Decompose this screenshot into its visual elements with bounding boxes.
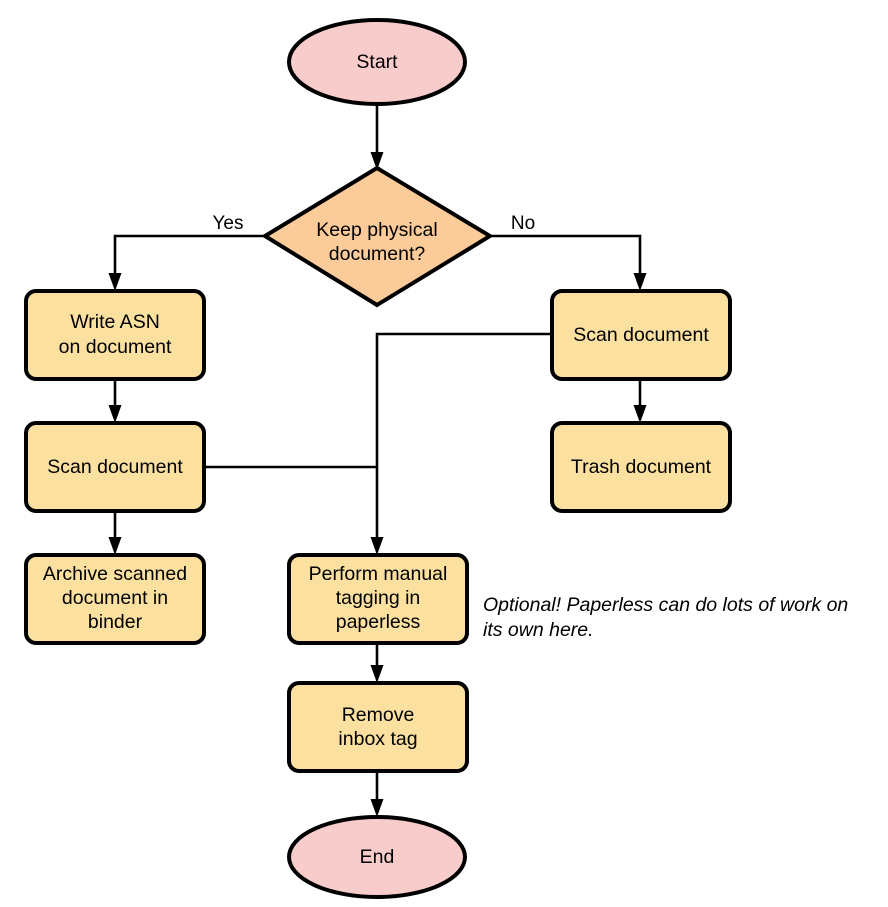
write-asn-label-line2: on document [59,336,172,358]
annotation-optional-note: Optional! Paperless can do lots of work … [483,594,848,641]
connector-manual-tagging-to-remove-inbox-tag [370,643,384,683]
write-asn-label-line1: Write ASN [70,311,160,333]
manual-tagging-label-line2: tagging in [336,587,421,609]
node-start[interactable]: Start [287,18,467,106]
connector-remove-inbox-tag-to-end [370,771,384,817]
scan-left-rect-shape [24,421,206,513]
connector-decision-yes [108,234,265,291]
node-archive-scanned-document[interactable]: Archive scanned document in binder [24,553,206,645]
archive-label-line1: Archive scanned [43,563,187,585]
archive-label-line2: document in [62,587,168,609]
node-end[interactable]: End [287,815,467,899]
decision-label-line1: Keep physical [316,219,437,241]
connector-decision-no [490,234,647,291]
start-ellipse-shape [287,18,467,106]
node-write-asn-on-document[interactable]: Write ASN on document [24,289,206,381]
connector-scan-right-to-trash [633,379,647,423]
connector-scan-left-to-archive [108,511,122,555]
decision-diamond-shape [261,165,494,308]
node-trash-document[interactable]: Trash document [550,421,732,513]
scan-left-label: Scan document [47,456,183,478]
remove-inbox-tag-label-line2: inbox tag [338,728,417,750]
start-label: Start [356,51,398,73]
end-label: End [360,846,395,868]
connector-scan-right-to-manual-tagging [375,332,552,543]
node-perform-manual-tagging[interactable]: Perform manual tagging in paperless [287,553,469,645]
end-ellipse-shape [287,815,467,899]
scan-right-rect-shape [550,289,732,381]
node-decision-keep-physical-document[interactable]: Keep physical document? [261,165,494,308]
edge-label-no: No [511,213,535,234]
node-scan-document-left[interactable]: Scan document [24,421,206,513]
optional-note-line1: Optional! Paperless can do lots of work … [483,594,848,616]
manual-tagging-label-line1: Perform manual [309,563,448,585]
trash-rect-shape [550,421,732,513]
connector-write-asn-to-scan-left [108,379,122,423]
connector-start-to-decision [370,104,384,170]
node-remove-inbox-tag[interactable]: Remove inbox tag [287,681,469,773]
write-asn-rect-shape [24,289,206,381]
manual-tagging-rect-shape [287,553,469,645]
manual-tagging-label-line3: paperless [336,611,421,633]
remove-inbox-tag-rect-shape [287,681,469,773]
archive-label-line3: binder [88,611,143,633]
edge-label-yes: Yes [213,213,244,234]
trash-label: Trash document [571,456,712,478]
archive-rect-shape [24,553,206,645]
scan-right-label: Scan document [573,324,709,346]
connector-merge-arrow [370,537,384,555]
optional-note-line2: its own here. [483,619,594,641]
decision-label-line2: document? [329,243,426,265]
node-scan-document-right[interactable]: Scan document [550,289,732,381]
remove-inbox-tag-label-line1: Remove [342,704,415,726]
